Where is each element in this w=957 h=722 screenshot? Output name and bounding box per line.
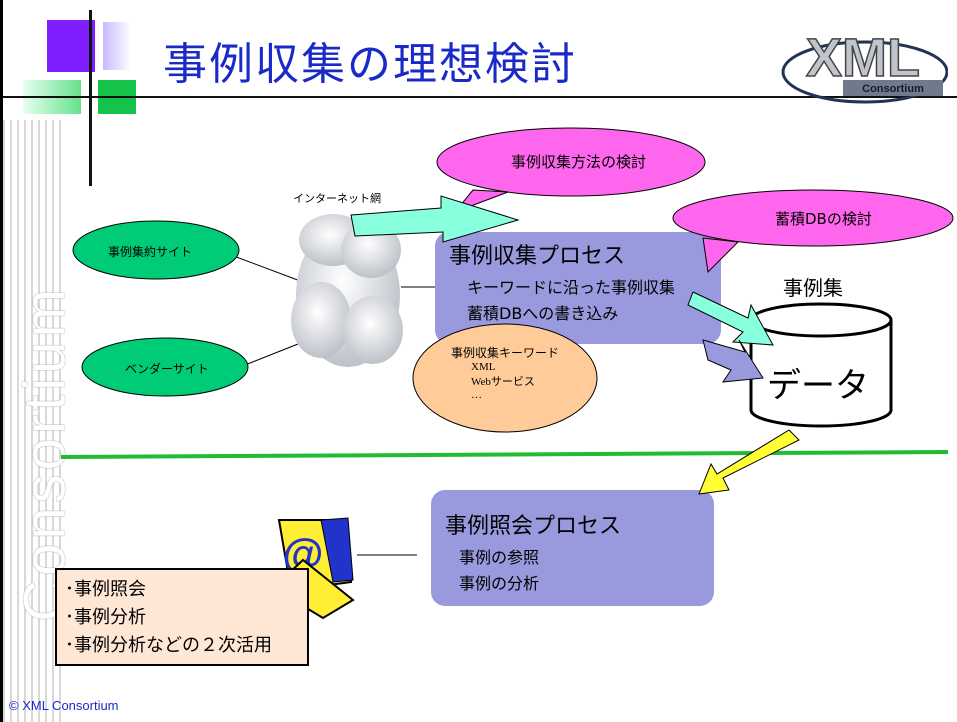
keyword-item: … xyxy=(471,389,482,401)
database-cylinder xyxy=(749,302,893,428)
db-callout-label: 蓄積DBの検討 xyxy=(775,210,872,228)
method-callout xyxy=(436,127,706,197)
keyword-item: Webサービス xyxy=(471,376,535,388)
site1-ellipse xyxy=(72,220,240,280)
collect-process-text: 事例収集プロセス キーワードに沿った事例収集 蓄積DBへの書き込み xyxy=(449,238,675,324)
internet-arrow xyxy=(350,195,520,243)
decor-square-purple xyxy=(47,20,95,72)
line-site2-cloud xyxy=(244,339,309,366)
xml-consortium-logo: XML Consortium xyxy=(781,27,948,104)
keyword-text: 事例収集キーワード XML Webサービス … xyxy=(451,344,559,401)
side-stripes xyxy=(3,120,61,722)
query-process-box xyxy=(431,490,714,606)
site1-label: 事例集約サイト xyxy=(108,245,193,259)
process-to-db-arrow xyxy=(702,339,764,383)
db-callout-tail xyxy=(702,237,740,274)
site2-label: ベンダーサイト xyxy=(125,362,209,376)
decor-square-lavender xyxy=(103,22,131,70)
db-callout xyxy=(672,189,954,247)
site2-ellipse xyxy=(81,337,249,397)
query-process-title: 事例照会プロセス xyxy=(445,514,622,539)
collect-process-box xyxy=(435,232,721,344)
line-site1-cloud xyxy=(230,254,304,283)
section-divider xyxy=(60,450,949,459)
collect-process-title: 事例収集プロセス xyxy=(449,244,626,269)
db-to-query-arrow xyxy=(698,429,800,495)
footer-copyright: © XML Consortium xyxy=(9,698,119,713)
svg-text:Consortium: Consortium xyxy=(862,83,924,95)
query-process-line: 事例の参照 xyxy=(459,548,540,567)
decor-vertical-rule xyxy=(89,10,92,186)
uses-item: ･事例照会 xyxy=(65,579,146,600)
collect-process-line: 蓄積DBへの書き込み xyxy=(467,304,619,323)
keyword-item: XML xyxy=(471,361,496,373)
collect-to-db-arrow xyxy=(687,291,774,346)
title-rule xyxy=(3,96,957,98)
uses-item: ･事例分析などの２次活用 xyxy=(65,635,272,656)
svg-text:XML: XML xyxy=(806,28,920,88)
internet-cloud-icon xyxy=(291,214,403,367)
database-body-text: データ xyxy=(767,366,869,406)
internet-label: インターネット網 xyxy=(293,192,381,205)
keyword-ellipse xyxy=(412,323,598,433)
database-label: 事例集 xyxy=(783,276,843,300)
collect-process-line: キーワードに沿った事例収集 xyxy=(467,278,676,297)
uses-item: ･事例分析 xyxy=(65,607,146,628)
query-process-line: 事例の分析 xyxy=(459,574,540,593)
query-process-text: 事例照会プロセス 事例の参照 事例の分析 xyxy=(445,508,621,594)
keyword-title: 事例収集キーワード xyxy=(451,346,560,360)
slide-title: 事例収集の理想検討 xyxy=(163,39,577,90)
uses-list-box: ･事例照会 ･事例分析 ･事例分析などの２次活用 xyxy=(55,568,309,666)
process-diagram: @ xyxy=(60,127,954,620)
method-callout-label: 事例収集方法の検討 xyxy=(511,153,647,171)
